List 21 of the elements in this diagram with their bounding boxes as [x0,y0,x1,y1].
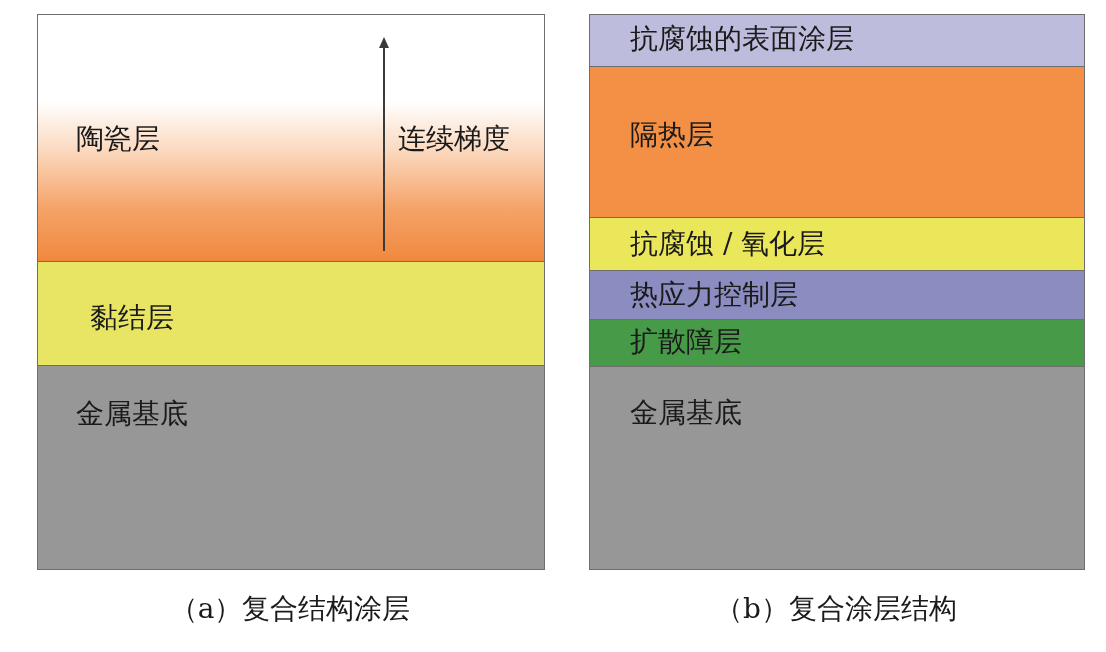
coating-layer [589,319,1085,367]
layer-label: 隔热层 [630,121,714,149]
coating-layer [37,261,545,366]
panel-caption: （a）复合结构涂层 [169,592,411,626]
layer-label: 热应力控制层 [630,281,798,309]
layer-label: 抗腐蚀 / 氧化层 [630,230,826,258]
layer-label: 连续梯度 [398,125,510,153]
coating-layer [589,270,1085,320]
coating-layer [589,366,1085,570]
coating-layer [589,217,1085,271]
layer-label: 抗腐蚀的表面涂层 [630,25,854,53]
coating-layer [37,365,545,570]
layer-label: 扩散障层 [630,328,742,356]
coating-layer [589,66,1085,218]
layer-label: 陶瓷层 [76,125,160,153]
coating-layer [37,14,545,262]
layer-label: 金属基底 [76,400,188,428]
coating-layer [589,14,1085,67]
panel-caption: （b）复合涂层结构 [715,592,957,626]
layer-label: 黏结层 [90,304,174,332]
layer-label: 金属基底 [630,399,742,427]
